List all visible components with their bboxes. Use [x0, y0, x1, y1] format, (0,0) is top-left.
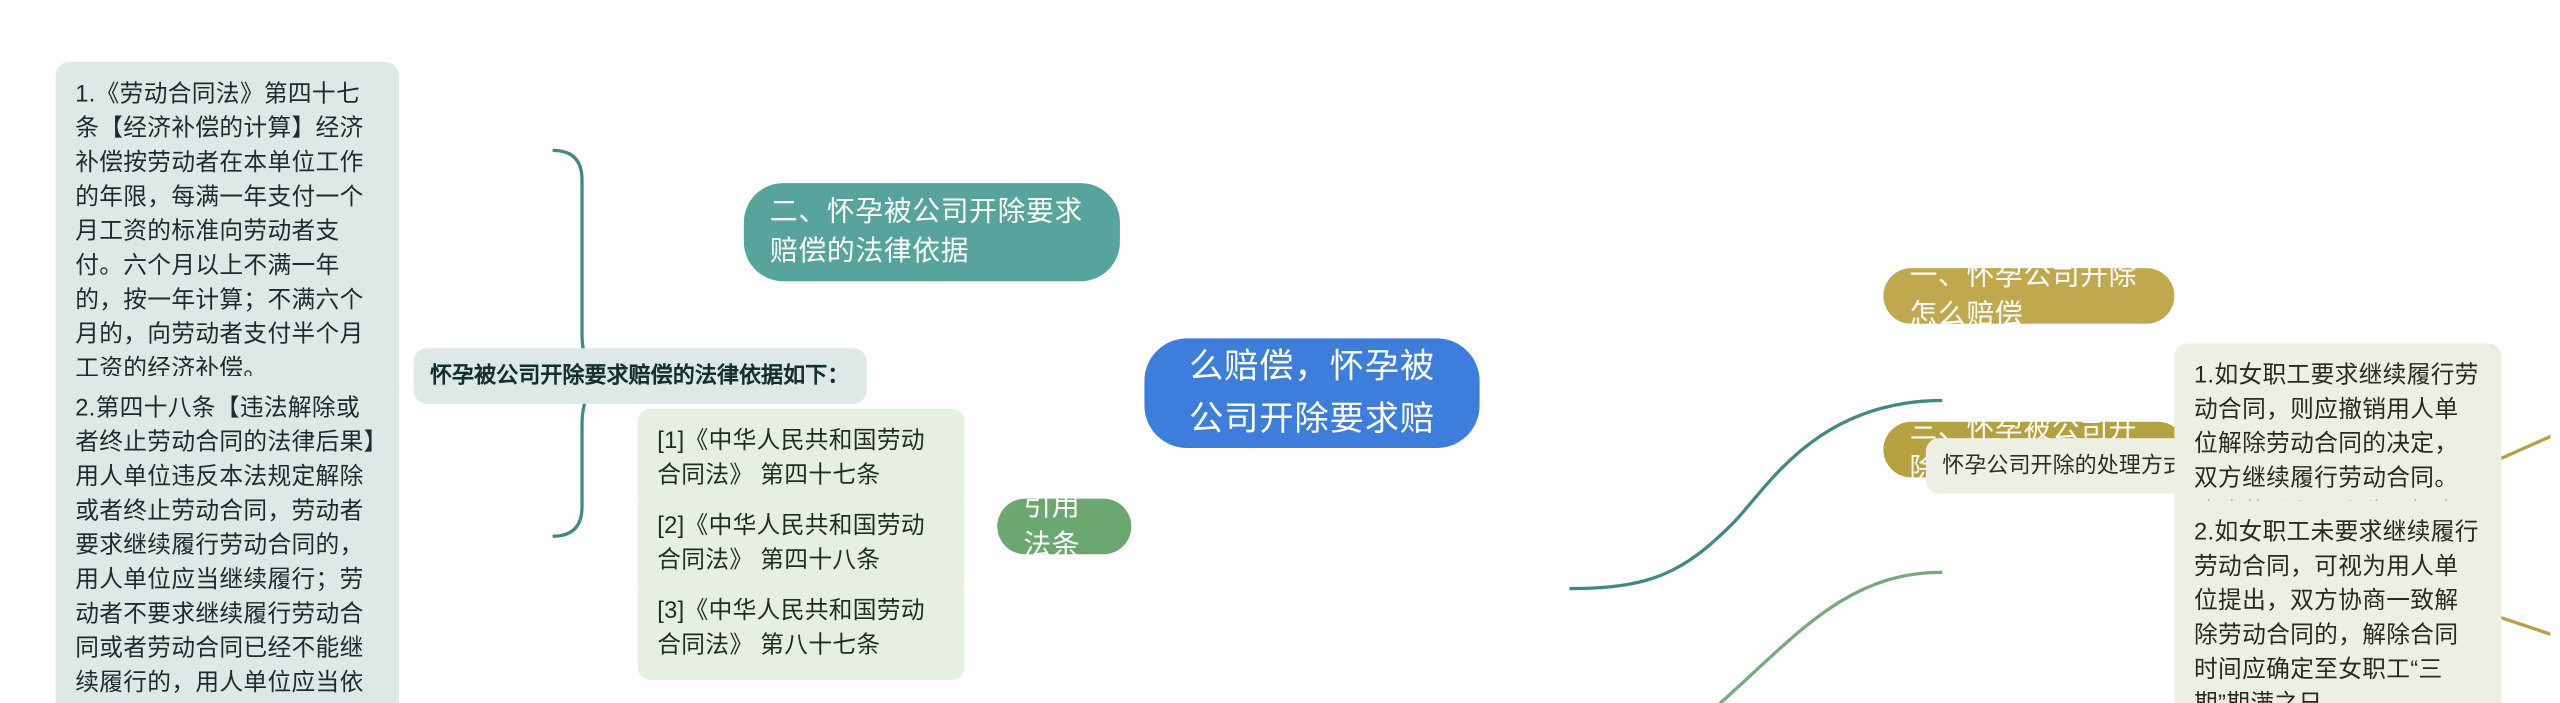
branch-node-4[interactable]: 引用法条	[997, 490, 1132, 561]
leaf-branch4-item-2[interactable]: [2]《中华人民共和国劳动合同法》 第四十八条	[637, 493, 965, 596]
leaf-branch4-item-1[interactable]: [1]《中华人民共和国劳动合同法》 第四十七条	[637, 408, 965, 511]
leaf-branch3-item-2[interactable]: 2.如女职工未要求继续履行劳动合同，可视为用人单位提出，双方协商一致解除劳动合同…	[2174, 500, 2502, 703]
link-chip2-leaf1	[552, 148, 622, 381]
branch-node-1[interactable]: 一、怀孕公司开除怎么赔偿	[1883, 260, 2175, 330]
branch-node-1-label: 一、怀孕公司开除怎么赔偿	[1909, 259, 2138, 331]
connector-label-branch2[interactable]: 怀孕被公司开除要求赔偿的法律依据如下：	[413, 348, 866, 404]
link-root-branch4	[1717, 570, 1943, 703]
root-node[interactable]: 怀孕公司开除怎么赔偿，怀孕被公司开除要求赔偿的法律依据	[1144, 295, 1480, 490]
leaf-branch4-item-3[interactable]: [3]《中华人民共和国劳动合同法》 第八十七条	[637, 578, 965, 681]
root-node-label: 怀孕公司开除怎么赔偿，怀孕被公司开除要求赔偿的法律依据	[1188, 295, 1436, 490]
leaf-branch2-item-2[interactable]: 2.第四十八条【违法解除或者终止劳动合同的法律后果】用人单位违反本法规定解除或者…	[55, 376, 399, 703]
branch-node-2[interactable]: 二、怀孕被公司开除要求赔偿的法律依据	[743, 183, 1120, 282]
branch-node-2-label: 二、怀孕被公司开除要求赔偿的法律依据	[770, 196, 1083, 267]
branch-node-4-label: 引用法条	[1023, 490, 1081, 561]
link-root-branch2	[1569, 398, 1943, 591]
leaf-branch2-item-1[interactable]: 1.《劳动合同法》第四十七条【经济补偿的计算】经济补偿按劳动者在本单位工作的年限…	[55, 62, 399, 404]
